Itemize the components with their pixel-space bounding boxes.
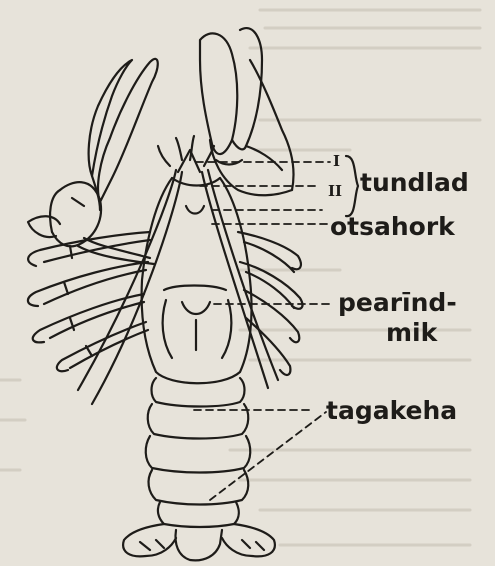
label-pearind-line2: mik (386, 318, 437, 347)
abdomen-tail (123, 378, 275, 560)
right-claw (200, 28, 294, 195)
carapace (142, 150, 252, 383)
label-tundlad: tundlad (360, 168, 469, 197)
label-tagakeha: tagakeha (326, 396, 457, 425)
label-roman-one: I (333, 152, 340, 170)
tundlad-brace (346, 156, 358, 216)
label-otsahork: otsahork (330, 212, 455, 241)
label-roman-two: II (328, 182, 342, 200)
label-pearind-line1: pearīnd- (338, 288, 457, 317)
